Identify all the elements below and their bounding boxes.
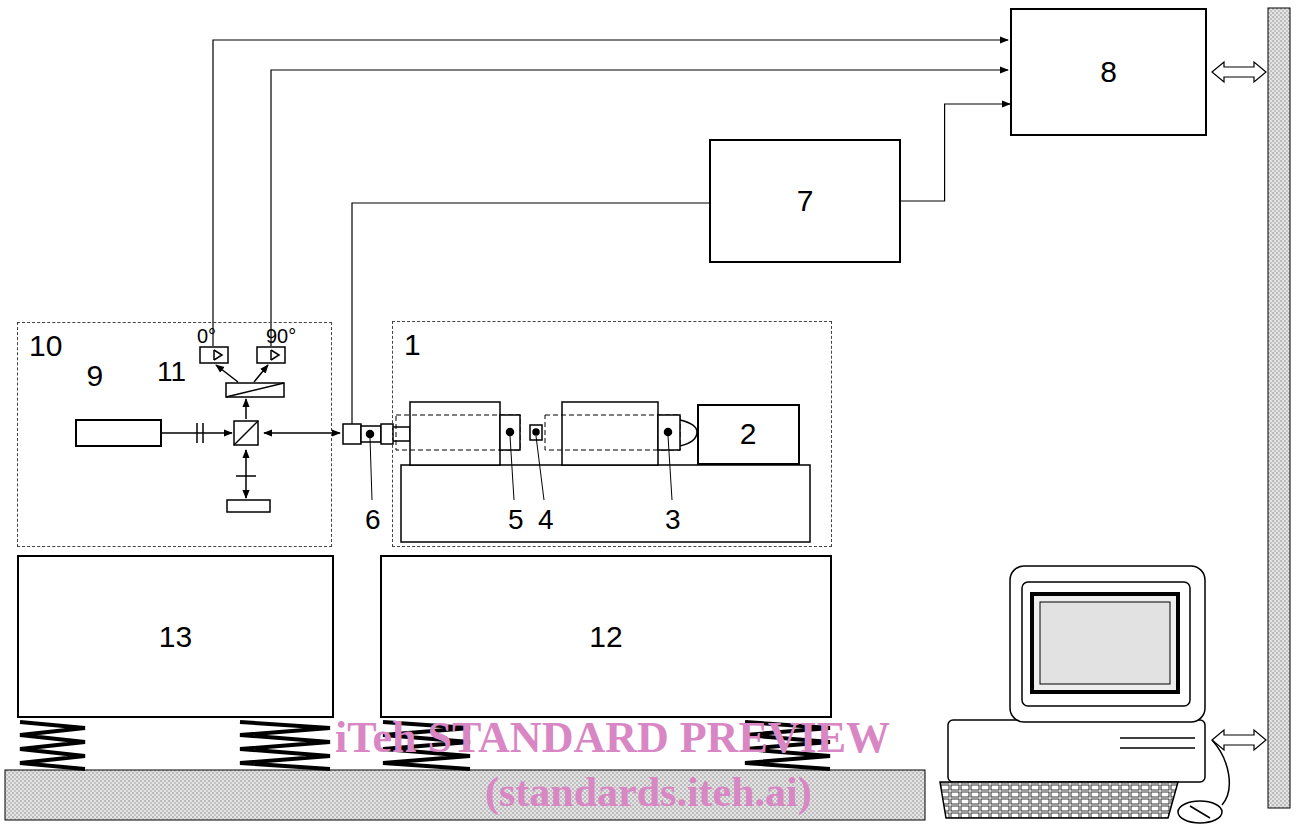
callout-number: 2 xyxy=(740,419,757,449)
bus-arrow xyxy=(1212,730,1266,750)
callout-number: 3 xyxy=(665,506,681,534)
callout-number: 13 xyxy=(159,622,192,652)
angle-label: 90° xyxy=(266,326,296,346)
callout-number: 1 xyxy=(404,330,421,360)
bus-arrow xyxy=(1212,62,1266,82)
leader-line xyxy=(370,436,672,500)
callout-number: 9 xyxy=(87,361,104,391)
accelerometer-assembly xyxy=(343,402,810,542)
isolation-block: 13 xyxy=(17,555,334,718)
ground xyxy=(5,770,925,820)
callout-number: 11 xyxy=(157,358,186,386)
isolation-block: 12 xyxy=(380,555,832,718)
callout-number: 8 xyxy=(1100,57,1117,87)
amplifier-box: 7 xyxy=(709,139,901,263)
callout-number: 6 xyxy=(365,506,381,534)
exciter-region: 12 xyxy=(392,321,832,547)
callout-number: 4 xyxy=(538,506,554,534)
data-bus xyxy=(1268,8,1290,808)
interferometer-region: 10 9 xyxy=(17,322,332,547)
callout-number: 12 xyxy=(589,622,622,652)
signal-connector xyxy=(901,104,1010,201)
watermark: iTeh STANDARD PREVIEW xyxy=(335,716,890,760)
callout-number: 5 xyxy=(508,506,524,534)
signal-wire xyxy=(352,203,709,424)
signal-wire xyxy=(271,70,1008,346)
computer-illustration xyxy=(940,566,1229,823)
laser-box: 9 xyxy=(75,419,162,447)
angle-label: 0° xyxy=(197,326,216,346)
exciter-box: 2 xyxy=(697,404,800,465)
signal-wire xyxy=(213,40,1008,346)
watermark: (standards.iteh.ai) xyxy=(485,771,812,813)
callout-number: 10 xyxy=(29,331,62,361)
callout-number: 7 xyxy=(797,186,814,216)
controller-box: 8 xyxy=(1010,8,1207,136)
interferometer-optics xyxy=(162,347,340,512)
